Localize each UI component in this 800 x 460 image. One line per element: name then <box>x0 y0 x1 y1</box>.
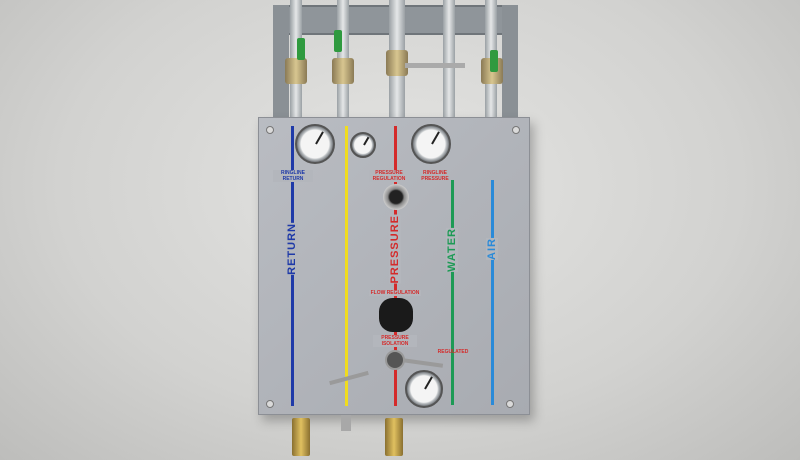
brass-fitting <box>292 418 310 456</box>
water-label: WATER <box>446 228 458 272</box>
air-label: AIR <box>486 238 498 260</box>
control-panel: RINGLINE RETURN PRESSURE REGULATION RING… <box>258 117 530 415</box>
pressure-isolation-label: PRESSURE ISOLATION <box>373 335 417 347</box>
regulated-gauge <box>405 370 443 408</box>
pipe <box>443 0 455 120</box>
flow-regulation-label: FLOW REGULATION <box>369 290 421 296</box>
return-label: RETURN <box>286 223 298 275</box>
pressure-label: PRESSURE <box>389 215 401 284</box>
regulated-label: REGULATED <box>437 349 469 355</box>
pressure-regulator-knob[interactable] <box>383 184 409 210</box>
air-line <box>491 180 494 405</box>
ringline-pressure-gauge <box>411 124 451 164</box>
bolt <box>506 400 514 408</box>
bracket-post-left <box>273 5 289 120</box>
pressure-isolation-valve[interactable] <box>385 350 405 370</box>
drain-gauge <box>350 132 376 158</box>
ball-valve[interactable] <box>332 58 354 84</box>
drain-line <box>345 126 348 406</box>
pressure-regulation-label: PRESSURE REGULATION <box>369 170 409 182</box>
ringline-pressure-label: RINGLINE PRESSURE <box>421 170 449 182</box>
valve-lever[interactable] <box>405 63 465 68</box>
brass-fitting <box>385 418 403 456</box>
drain-lever[interactable] <box>329 370 369 386</box>
flow-regulation-knob[interactable] <box>379 298 413 332</box>
bolt <box>266 400 274 408</box>
valve-handle[interactable] <box>297 38 305 60</box>
isolation-lever[interactable] <box>402 358 444 368</box>
ball-valve[interactable] <box>386 50 408 76</box>
water-line <box>451 180 454 405</box>
bolt <box>266 126 274 134</box>
drain-outlet <box>341 415 351 431</box>
ball-valve[interactable] <box>285 58 307 84</box>
bolt <box>512 126 520 134</box>
ringline-return-label: RINGLINE RETURN <box>273 170 313 182</box>
valve-handle[interactable] <box>334 30 342 52</box>
bracket-post-right <box>502 5 518 120</box>
valve-handle[interactable] <box>490 50 498 72</box>
ringline-return-gauge <box>295 124 335 164</box>
